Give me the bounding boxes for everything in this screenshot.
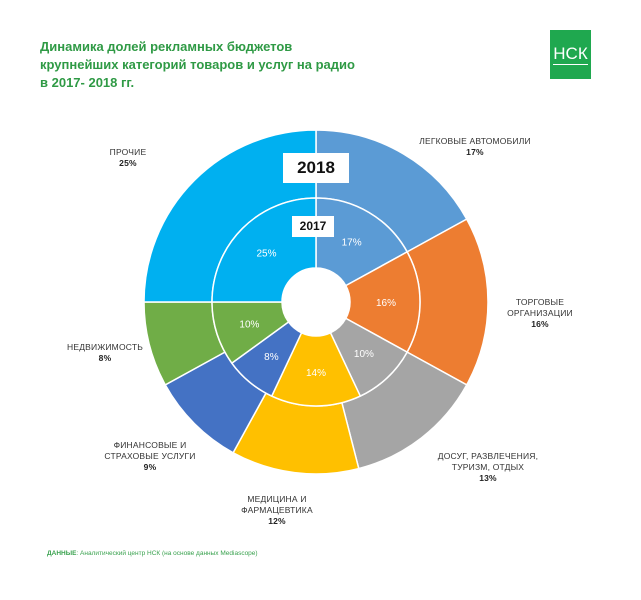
source-label: ДАННЫЕ bbox=[47, 550, 77, 557]
source-note: ДАННЫЕ: Аналитический центр НСК (на осно… bbox=[47, 550, 258, 557]
title-line: в 2017- 2018 гг. bbox=[40, 75, 135, 90]
data-label-2017: 14% bbox=[306, 368, 326, 379]
nsk-logo: НСК bbox=[550, 30, 591, 79]
slice-2017-6 bbox=[211, 197, 317, 303]
data-label-2018: 25% bbox=[119, 158, 137, 168]
data-label-2018: 17% bbox=[466, 147, 484, 157]
chart-title: Динамика долей рекламных бюджетов крупне… bbox=[40, 38, 355, 92]
category-name: ПРОЧИЕ bbox=[109, 147, 147, 157]
data-label-2018: 16% bbox=[531, 319, 549, 329]
title-line: Динамика долей рекламных бюджетов bbox=[40, 39, 293, 54]
category-name: СТРАХОВЫЕ УСЛУГИ bbox=[104, 451, 196, 461]
data-label-2018: 13% bbox=[479, 473, 497, 483]
data-label-2018: 12% bbox=[268, 516, 286, 526]
data-label-2018: 8% bbox=[98, 353, 112, 363]
logo-text: НСК bbox=[553, 44, 588, 65]
data-label-2017: 8% bbox=[264, 352, 279, 363]
category-name: ТУРИЗМ, ОТДЫХ bbox=[451, 462, 525, 472]
category-name: ОРГАНИЗАЦИИ bbox=[507, 308, 573, 318]
year-label-2017: 2017 bbox=[292, 216, 334, 237]
data-label-2017: 10% bbox=[239, 320, 259, 331]
year-label-2018: 2018 bbox=[283, 153, 349, 183]
data-label-2017: 17% bbox=[342, 238, 362, 249]
category-name: ДОСУГ, РАЗВЛЕЧЕНИЯ, bbox=[437, 451, 539, 461]
category-name: ФИНАНСОВЫЕ И bbox=[113, 440, 187, 450]
data-label-2017: 10% bbox=[354, 349, 374, 360]
slice-2017-1 bbox=[344, 250, 421, 354]
data-label-2018: 9% bbox=[143, 462, 157, 472]
source-text: : Аналитический центр НСК (на основе дан… bbox=[76, 550, 258, 557]
data-label-2017: 25% bbox=[256, 249, 276, 260]
category-name: ТОРГОВЫЕ bbox=[515, 297, 565, 307]
data-label-2017: 16% bbox=[376, 298, 396, 309]
category-name: МЕДИЦИНА И bbox=[247, 494, 307, 504]
title-line: крупнейших категорий товаров и услуг на … bbox=[40, 57, 355, 72]
category-name: ЛЕГКОВЫЕ АВТОМОБИЛИ bbox=[419, 136, 531, 146]
category-name: НЕДВИЖИМОСТЬ bbox=[66, 342, 144, 352]
category-name: ФАРМАЦЕВТИКА bbox=[241, 505, 313, 515]
